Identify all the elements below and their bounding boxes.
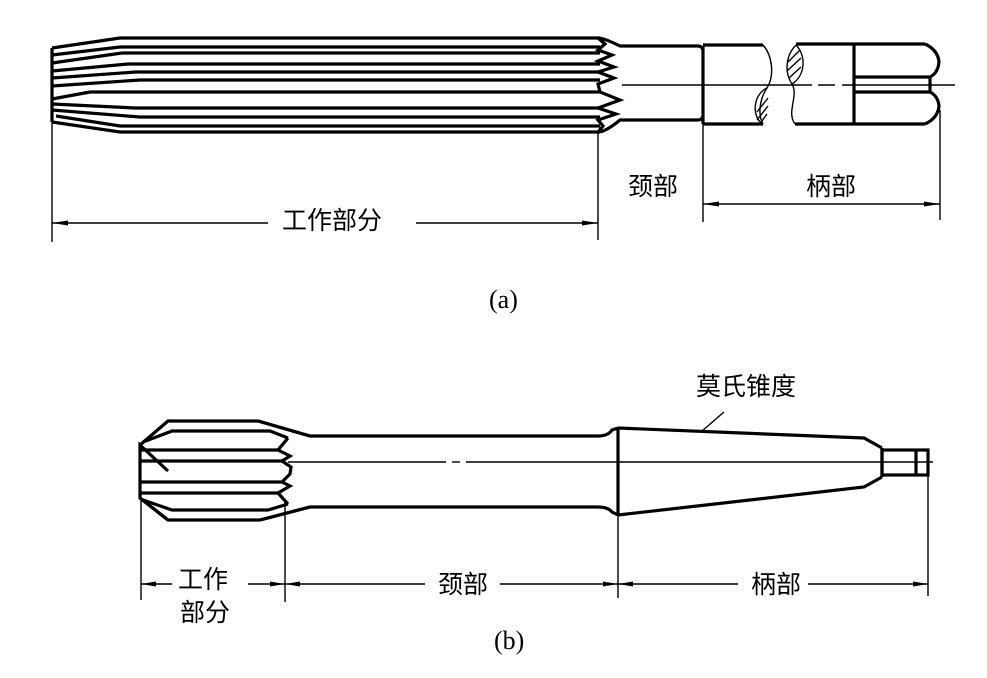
arrowhead — [52, 220, 68, 226]
figure-a-break-hatch-outline — [791, 44, 804, 85]
figure-b-teeth-end — [275, 436, 294, 506]
figure-b-label-shank: 柄部 — [745, 572, 808, 597]
figure-a-flute-line — [51, 45, 600, 57]
figure-a-flute-line — [51, 51, 600, 65]
figure-b-reamer — [138, 411, 933, 602]
figure-a-hatch — [756, 97, 769, 113]
figure-b-flute-line — [142, 498, 289, 512]
figure-a-label-shank: 柄部 — [806, 172, 857, 201]
figure-a-hatch — [756, 105, 769, 121]
figure-a-neck-bottom — [599, 115, 705, 134]
arrowhead — [141, 581, 156, 587]
figure-a-caption: (a) — [489, 285, 518, 314]
arrowhead — [285, 581, 300, 587]
arrowhead — [618, 581, 633, 587]
figure-a-flute-line — [51, 78, 600, 88]
arrowhead — [924, 201, 940, 207]
figure-a-flute-line — [51, 70, 600, 80]
figure-a-hatch — [761, 113, 768, 122]
figure-b-taper-top — [617, 426, 883, 450]
figure-a-flute-line — [51, 62, 600, 73]
figure-b-caption: (b) — [494, 626, 525, 655]
figure-a-hatch — [786, 57, 802, 72]
arrowhead — [913, 581, 928, 587]
figure-a-shank — [701, 42, 941, 126]
figure-a-teeth-end — [593, 36, 625, 134]
arrowhead — [603, 581, 618, 587]
figure-a-label-working-part: 工作部分 — [276, 208, 389, 233]
figure-a-break-hatch-outline — [754, 87, 768, 125]
figure-b-taper-shank — [616, 411, 930, 517]
figure-b-label-neck: 颈部 — [432, 572, 495, 597]
figure-a-shank-end — [924, 42, 941, 126]
figure-a-hatch — [787, 49, 801, 63]
figure-a-flute-line — [51, 102, 600, 110]
figure-a-flute-line — [51, 90, 600, 101]
figure-b-flute-line — [142, 429, 289, 444]
figure-b-neck-bottom — [259, 505, 619, 522]
figure-a-reamer — [50, 36, 955, 242]
figure-a-working-part — [50, 36, 625, 134]
figure-b-label-working-line2: 部分 — [180, 598, 231, 627]
figure-b-label-working-line1: 工作 — [176, 565, 231, 594]
figure-a-neck-top — [599, 36, 705, 51]
figure-a-label-neck: 颈部 — [628, 172, 679, 201]
figure-b-working-part — [138, 419, 311, 522]
figure-b-label-morse-taper: 莫氏锥度 — [696, 372, 797, 401]
figure-b-morse-leader — [701, 411, 725, 432]
figure-a-bottom-contour — [51, 120, 600, 134]
figure-b-taper-bottom — [617, 475, 883, 517]
arrowhead — [582, 220, 598, 226]
arrowhead — [703, 201, 719, 207]
figure-a-hatch — [788, 66, 802, 79]
arrowhead — [270, 581, 285, 587]
figure-a-flute-line — [51, 108, 600, 119]
figure-a-top-contour — [51, 36, 600, 50]
figure-a-flute-line — [55, 114, 600, 128]
figure-b-neck-top — [257, 419, 619, 438]
